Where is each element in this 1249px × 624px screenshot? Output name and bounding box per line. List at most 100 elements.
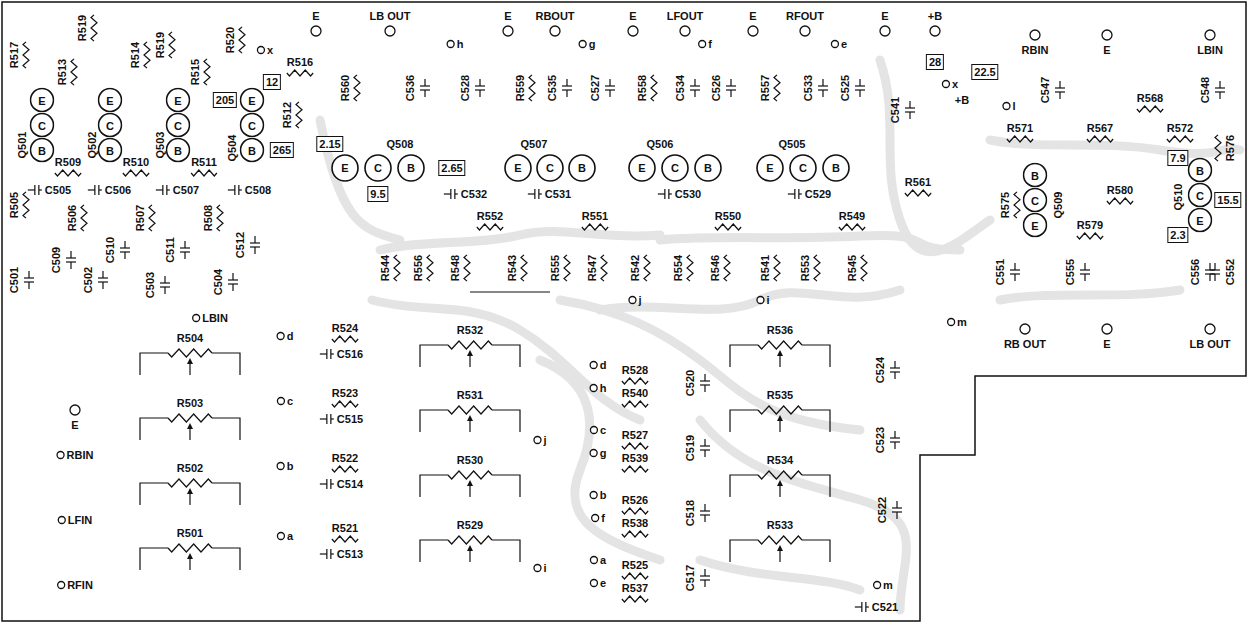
wiper-arrow bbox=[187, 488, 193, 494]
label-text: R505 bbox=[8, 192, 20, 218]
resistor-symbol bbox=[644, 255, 650, 281]
label-text: C518 bbox=[684, 500, 696, 526]
label-text: R514 bbox=[129, 42, 141, 68]
terminal-label: RBOUT bbox=[535, 10, 574, 22]
pin-circle bbox=[537, 155, 563, 181]
label-text: C510 bbox=[104, 237, 116, 263]
label-text: C552 bbox=[1224, 259, 1236, 285]
resistor-label: R528 bbox=[622, 364, 648, 376]
capacitor-symbol bbox=[1084, 263, 1085, 270]
node-text: C bbox=[671, 162, 679, 174]
potentiometer-symbol bbox=[730, 410, 758, 432]
label-text: j bbox=[543, 434, 546, 446]
terminal-label: h bbox=[600, 382, 607, 394]
resistor-label: R508 bbox=[202, 205, 214, 231]
label-text: R543 bbox=[506, 255, 518, 281]
capacitor-symbol bbox=[228, 189, 235, 190]
resistor-label: R560 bbox=[339, 75, 351, 101]
terminal-label: LBIN bbox=[202, 312, 228, 324]
terminal-pad bbox=[590, 427, 597, 434]
label-text: R532 bbox=[457, 324, 483, 336]
label-text: g bbox=[589, 38, 596, 50]
resistor-label: R543 bbox=[506, 255, 518, 281]
resistor-label: R524 bbox=[332, 322, 358, 334]
resistor-symbol bbox=[354, 75, 360, 101]
capacitor-symbol bbox=[669, 193, 672, 194]
label-text: R551 bbox=[582, 210, 608, 222]
label-text: R531 bbox=[457, 389, 483, 401]
resistor-label: R545 bbox=[846, 255, 858, 281]
potentiometer-symbol bbox=[758, 341, 802, 349]
pin-circle bbox=[1024, 214, 1047, 237]
part-label: Q504 bbox=[226, 135, 238, 162]
pin-circle bbox=[167, 139, 190, 162]
pin-circle bbox=[99, 89, 122, 112]
capacitor-symbol bbox=[704, 504, 705, 511]
voltage-box: 22.5 bbox=[971, 64, 998, 80]
label-text: R535 bbox=[767, 389, 793, 401]
resistor-symbol bbox=[191, 170, 217, 176]
terminal-pad bbox=[880, 26, 890, 36]
terminal-pad bbox=[277, 398, 284, 405]
resistor-symbol bbox=[332, 401, 358, 407]
resistor-symbol bbox=[1167, 136, 1193, 142]
terminal-pad bbox=[534, 437, 541, 444]
resistor-label: R539 bbox=[622, 452, 648, 464]
potentiometer-symbol bbox=[140, 353, 168, 375]
resistor-label: R520 bbox=[224, 27, 236, 53]
transistor-pin: E bbox=[30, 88, 55, 113]
node-text: 2.3 bbox=[1170, 229, 1185, 241]
resistor-label: R557 bbox=[759, 75, 771, 101]
terminal-pad bbox=[590, 362, 597, 369]
label-text: C504 bbox=[212, 269, 224, 295]
potentiometer-symbol bbox=[168, 479, 212, 487]
label-text: R549 bbox=[839, 210, 865, 222]
trace bbox=[1000, 290, 1180, 300]
capacitor-label: C501 bbox=[8, 267, 20, 293]
potentiometer-symbol bbox=[758, 471, 802, 479]
resistor-label: R523 bbox=[332, 387, 358, 399]
capacitor-symbol bbox=[232, 273, 233, 280]
label-text: m bbox=[883, 579, 893, 591]
label-text: R548 bbox=[449, 255, 461, 281]
capacitor-symbol bbox=[102, 282, 103, 289]
transistor-pin: E bbox=[504, 154, 532, 182]
transistor-pin: C bbox=[30, 113, 55, 138]
terminal-pad bbox=[57, 452, 64, 459]
resistor-symbol bbox=[582, 224, 608, 230]
potentiometer-symbol bbox=[730, 475, 758, 497]
label-text: E bbox=[1103, 44, 1110, 56]
terminal-pad bbox=[699, 41, 706, 48]
resistor-label: R568 bbox=[1137, 92, 1163, 104]
terminal-label: i bbox=[543, 562, 546, 574]
label-text: Q505 bbox=[779, 138, 806, 150]
node-text: C bbox=[248, 119, 256, 131]
pin-circle bbox=[31, 139, 54, 162]
transistor-pin: B bbox=[240, 138, 265, 163]
voltage-box: 2.15 bbox=[316, 136, 343, 152]
resistor-label: R546 bbox=[709, 255, 721, 281]
capacitor-label: C541 bbox=[889, 97, 901, 123]
resistor-symbol bbox=[287, 70, 313, 76]
terminal-pad bbox=[800, 26, 810, 36]
pin-circle bbox=[99, 114, 122, 137]
capacitor-symbol bbox=[1059, 81, 1060, 88]
resistor-label: R572 bbox=[1167, 122, 1193, 134]
pin-circle bbox=[1024, 189, 1047, 212]
node-text: 7.9 bbox=[1170, 152, 1185, 164]
label-text: R580 bbox=[1107, 184, 1133, 196]
trace bbox=[600, 290, 900, 310]
resistor-label: R511 bbox=[191, 156, 217, 168]
terminal-pad bbox=[579, 41, 586, 48]
label-text: R523 bbox=[332, 387, 358, 399]
part-label: +B bbox=[955, 94, 969, 106]
potentiometer-symbol bbox=[758, 406, 802, 414]
capacitor-symbol bbox=[99, 189, 102, 190]
terminal-label: m bbox=[883, 579, 893, 591]
pin-circle bbox=[99, 139, 122, 162]
label-text: i bbox=[766, 294, 769, 306]
capacitor-symbol bbox=[528, 193, 535, 194]
label-text: x bbox=[952, 78, 958, 90]
terminal-label: b bbox=[600, 489, 607, 501]
